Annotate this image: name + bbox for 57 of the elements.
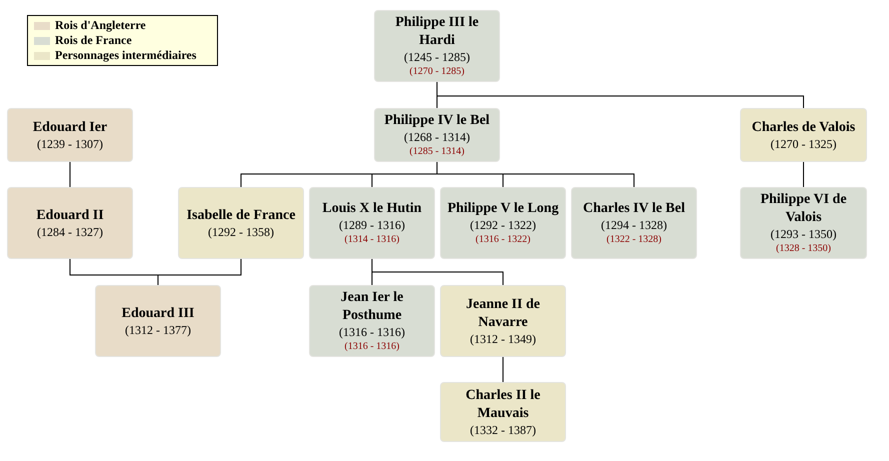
- reign-dates: (1328 - 1350): [776, 242, 831, 255]
- life-dates: (1292 - 1358): [208, 224, 274, 240]
- person-name: Edouard II: [36, 206, 104, 224]
- person-name: Philippe VI de Valois: [759, 191, 848, 227]
- person-name: Isabelle de France: [186, 206, 296, 224]
- person-box: [740, 108, 867, 162]
- life-dates: (1312 - 1349): [470, 332, 536, 346]
- reign-dates: (1314 - 1316): [344, 233, 400, 246]
- person-box: [571, 187, 697, 259]
- person-name: Edouard Ier: [32, 118, 108, 136]
- life-dates: (1294 - 1328): [601, 218, 667, 233]
- person-name: Philippe IV le Bel: [384, 112, 490, 130]
- person-box: [95, 285, 221, 357]
- person-name: Philippe V le Long: [447, 200, 559, 218]
- life-dates: (1268 - 1314): [404, 130, 470, 145]
- person-name: Louis X le Hutin: [322, 200, 422, 218]
- person-box: [178, 187, 304, 259]
- life-dates: (1239 - 1307): [37, 136, 103, 152]
- person-name: Jeanne II de Navarre: [465, 296, 541, 332]
- reign-dates: (1322 - 1328): [606, 233, 662, 246]
- person-box: [440, 285, 566, 357]
- person-name: Edouard III: [122, 304, 194, 322]
- life-dates: (1312 - 1377): [125, 322, 191, 338]
- person-name: Philippe III le Hardi: [394, 14, 480, 50]
- family-line: [158, 258, 242, 286]
- family-line: [803, 162, 804, 188]
- family-line: [372, 258, 504, 286]
- person-box: [7, 108, 133, 162]
- person-box: [440, 187, 566, 259]
- life-dates: (1245 - 1285): [404, 50, 470, 65]
- person-name: Charles II le Mauvais: [464, 386, 542, 422]
- life-dates: (1284 - 1327): [37, 224, 103, 240]
- person-box: [440, 382, 566, 442]
- reign-dates: (1316 - 1322): [476, 233, 530, 246]
- life-dates: (1292 - 1322): [470, 218, 536, 233]
- person-name: Jean Ier le Posthume: [340, 289, 404, 325]
- reign-dates: (1270 - 1285): [410, 65, 464, 78]
- reign-dates: (1285 - 1314): [410, 145, 464, 158]
- life-dates: (1270 - 1325): [770, 136, 836, 152]
- person-box: [374, 10, 500, 82]
- family-line: [436, 162, 634, 188]
- life-dates: (1316 - 1316): [339, 325, 405, 340]
- person-box: [374, 108, 500, 162]
- life-dates: (1332 - 1387): [470, 422, 536, 438]
- life-dates: (1293 - 1350): [770, 227, 836, 242]
- life-dates: (1289 - 1316): [339, 218, 405, 233]
- person-box: [7, 187, 133, 259]
- person-name: Charles de Valois: [752, 118, 856, 136]
- person-box: [309, 285, 435, 357]
- person-box: [740, 187, 867, 259]
- legend-label: Rois d'Angleterre: [55, 18, 146, 33]
- legend-label: Rois de France: [55, 33, 132, 48]
- family-line: [502, 356, 504, 382]
- legend-label: Personnages intermédiaires: [55, 48, 196, 63]
- reign-dates: (1316 - 1316): [344, 340, 400, 353]
- person-name: Charles IV le Bel: [582, 200, 685, 218]
- person-box: [309, 187, 435, 259]
